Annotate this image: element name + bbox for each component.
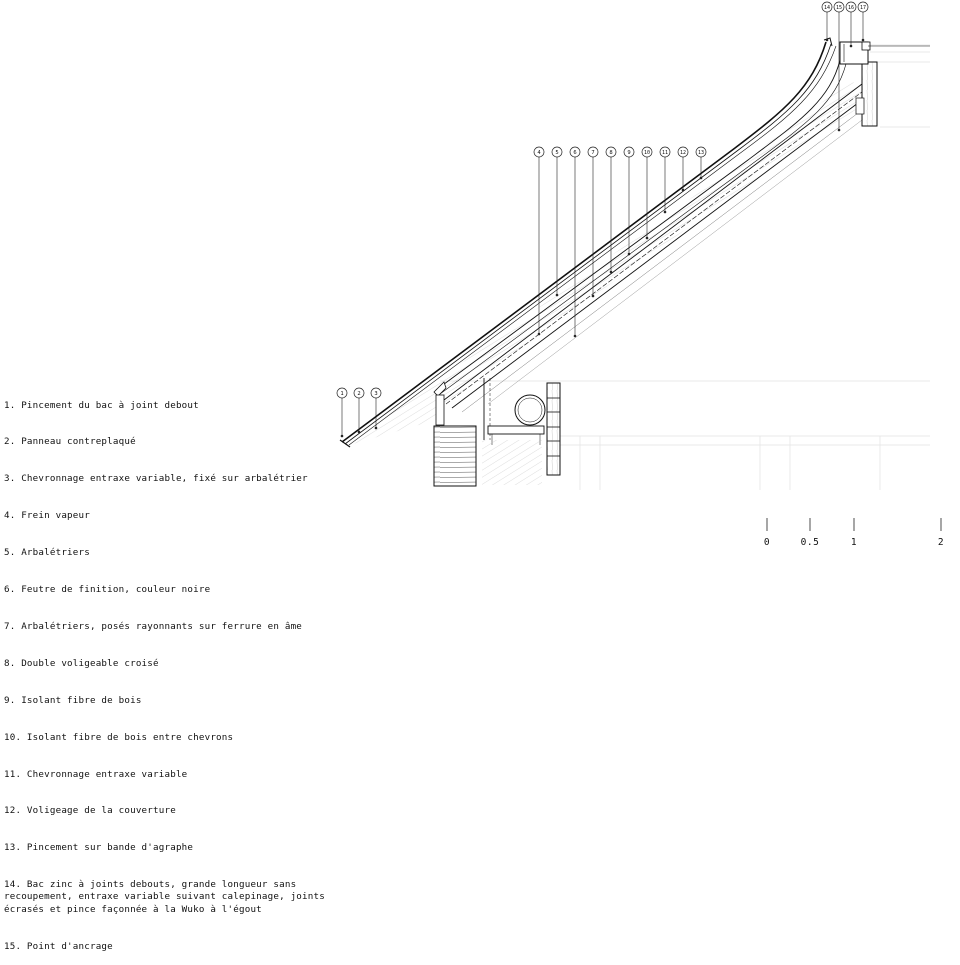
ridge-detail (823, 37, 930, 127)
svg-text:4: 4 (537, 150, 541, 156)
callout-9: 9 (623, 146, 635, 158)
callout-markers: 1 2 3 4 5 6 7 8 9 10 11 12 13 14 15 16 1… (336, 1, 869, 399)
background-lines (440, 44, 930, 490)
scale-label-2: 2 (937, 537, 945, 548)
roof-section-drawing: 1 2 3 4 5 6 7 8 9 10 11 12 13 14 15 16 1… (336, 1, 942, 531)
legend-item: 15. Point d'ancrage (4, 940, 113, 952)
legend-item: 5. Arbalétriers (4, 547, 90, 559)
callout-17: 17 (857, 1, 869, 13)
leader-lines (340, 12, 865, 438)
legend-item: 2. Panneau contreplaqué (4, 436, 136, 448)
callout-1: 1 (336, 387, 348, 399)
svg-text:15: 15 (836, 5, 842, 11)
svg-text:7: 7 (591, 150, 594, 156)
scale-label-0-5: 0.5 (800, 537, 820, 548)
svg-text:16: 16 (848, 5, 854, 11)
legend-item: 14. Bac zinc à joints debouts, grande lo… (4, 879, 331, 915)
svg-text:2: 2 (357, 391, 360, 397)
svg-text:10: 10 (644, 150, 650, 156)
svg-text:3: 3 (374, 391, 377, 397)
callout-8: 8 (605, 146, 617, 158)
eave-detail (339, 378, 561, 487)
callout-16: 16 (845, 1, 857, 13)
legend-item: 1. Pincement du bac à joint debout (4, 399, 199, 411)
callout-13: 13 (695, 146, 707, 158)
callout-3: 3 (370, 387, 382, 399)
callout-6: 6 (569, 146, 581, 158)
legend-item: 12. Voligeage de la couverture (4, 805, 176, 817)
legend-item: 9. Isolant fibre de bois (4, 694, 142, 706)
legend-item: 8. Double voligeable croisé (4, 657, 159, 669)
legend-item: 11. Chevronnage entraxe variable (4, 768, 188, 780)
callout-2: 2 (353, 387, 365, 399)
scale-label-0: 0 (763, 537, 771, 548)
callout-12: 12 (677, 146, 689, 158)
scale-label-1: 1 (850, 537, 858, 548)
svg-text:6: 6 (573, 150, 576, 156)
legend-list: 1. Pincement du bac à joint debout 2. Pa… (4, 375, 334, 965)
callout-11: 11 (659, 146, 671, 158)
svg-text:11: 11 (662, 150, 668, 156)
legend-item: 3. Chevronnage entraxe variable, fixé su… (4, 473, 308, 485)
legend-item: 7. Arbalétriers, posés rayonnants sur fe… (4, 620, 303, 632)
svg-text:13: 13 (698, 150, 704, 156)
callout-10: 10 (641, 146, 653, 158)
legend-item: 13. Pincement sur bande d'agraphe (4, 842, 194, 854)
svg-text:1: 1 (340, 391, 343, 397)
svg-text:9: 9 (627, 150, 630, 156)
svg-text:5: 5 (555, 150, 558, 156)
svg-text:12: 12 (680, 150, 686, 156)
callout-14: 14 (821, 1, 833, 13)
callout-15: 15 (833, 1, 845, 13)
svg-text:8: 8 (609, 150, 612, 156)
legend-item: 4. Frein vapeur (4, 510, 90, 522)
scale-bar-ticks (766, 518, 942, 531)
legend-item: 6. Feutre de finition, couleur noire (4, 584, 211, 596)
callout-4: 4 (533, 146, 545, 158)
svg-text:14: 14 (824, 5, 830, 11)
svg-text:17: 17 (860, 5, 866, 11)
legend-item: 10. Isolant fibre de bois entre chevrons (4, 731, 234, 743)
insulation-band (346, 80, 862, 446)
roof-slope-layers (341, 41, 863, 446)
callout-7: 7 (587, 146, 599, 158)
callout-5: 5 (551, 146, 563, 158)
